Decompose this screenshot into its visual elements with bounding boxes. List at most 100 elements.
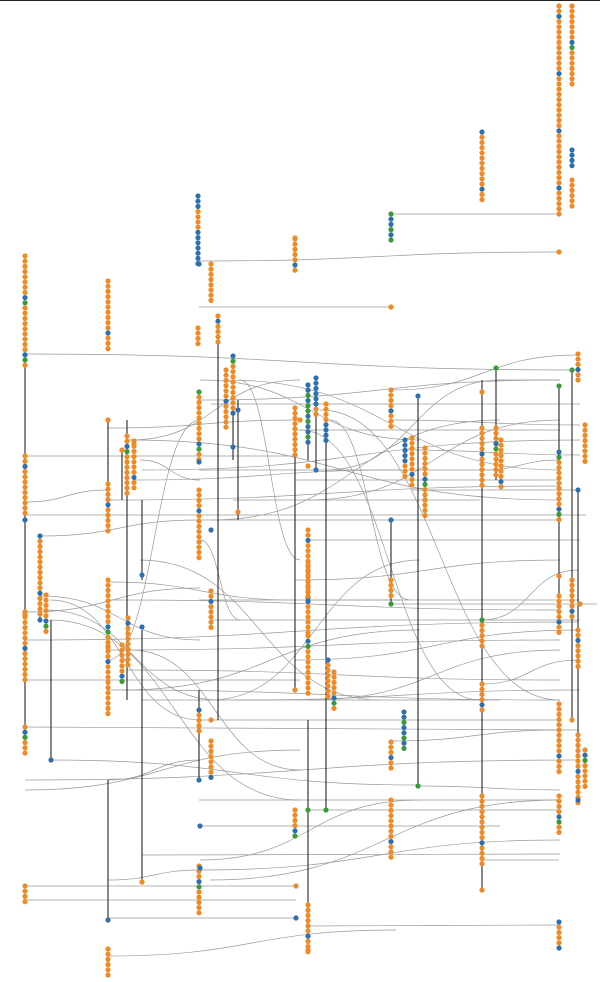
graph-node <box>388 232 394 238</box>
graph-node <box>215 318 221 324</box>
graph-node <box>582 752 588 758</box>
graph-node <box>556 45 562 51</box>
graph-node <box>388 807 394 814</box>
graph-node <box>305 558 311 564</box>
graph-node <box>105 278 111 284</box>
graph-edge <box>325 379 501 471</box>
node-cluster-column-h-mid <box>292 405 298 458</box>
graph-node <box>292 421 298 427</box>
graph-node <box>569 55 575 61</box>
graph-node <box>196 415 202 421</box>
graph-node <box>230 379 236 385</box>
graph-node <box>331 695 337 701</box>
graph-node <box>556 164 562 170</box>
graph-node <box>479 472 485 478</box>
graph-node <box>292 436 298 442</box>
graph-node <box>388 587 394 594</box>
graph-node <box>305 463 311 469</box>
graph-node <box>22 336 28 342</box>
graph-node <box>37 559 43 565</box>
graph-node <box>119 663 125 669</box>
graph-node <box>305 928 311 934</box>
graph-node <box>569 29 575 35</box>
graph-node <box>105 608 111 614</box>
graph-node <box>422 513 428 519</box>
node-cluster-column-f-top <box>208 261 214 303</box>
graph-node <box>409 440 415 446</box>
graph-node <box>22 612 28 618</box>
graph-node <box>325 678 331 684</box>
graph-node <box>293 915 299 921</box>
graph-node <box>105 967 111 973</box>
graph-node <box>582 778 588 784</box>
graph-node <box>196 431 202 437</box>
graph-node <box>575 632 581 638</box>
graph-node <box>292 823 298 829</box>
graph-node <box>208 614 214 620</box>
graph-edge <box>199 799 421 861</box>
graph-node <box>105 320 111 326</box>
graph-node <box>556 50 562 56</box>
graph-node <box>556 727 562 733</box>
graph-node <box>556 706 562 712</box>
graph-node <box>124 469 130 475</box>
graph-node <box>305 382 311 388</box>
graph-node <box>422 461 428 467</box>
graph-node <box>582 427 588 433</box>
graph-node <box>22 331 28 337</box>
graph-node <box>575 742 581 749</box>
graph-node <box>105 502 111 508</box>
node-cluster-column-k-foot <box>388 739 394 771</box>
graph-node <box>569 193 575 199</box>
graph-node <box>556 86 562 92</box>
graph-node <box>422 497 428 503</box>
graph-edge <box>107 581 296 601</box>
graph-node <box>22 463 28 469</box>
graph-edge <box>39 519 201 537</box>
graph-node <box>305 532 311 538</box>
graph-edge <box>329 419 411 601</box>
graph-node <box>556 8 562 14</box>
graph-node <box>556 133 562 139</box>
node-cluster-column-p-second <box>569 3 575 87</box>
graph-node <box>215 313 221 319</box>
graph-node <box>479 165 485 171</box>
graph-node <box>131 480 137 486</box>
graph-node <box>37 569 43 576</box>
graph-node <box>124 433 130 439</box>
graph-node <box>388 828 394 834</box>
graph-node <box>556 753 562 759</box>
graph-node <box>577 601 583 607</box>
graph-node <box>493 425 499 431</box>
graph-node <box>195 235 201 241</box>
graph-node <box>556 154 562 160</box>
node-cluster-column-e-mid <box>196 389 202 463</box>
graph-edge <box>121 629 421 691</box>
graph-node <box>124 438 130 444</box>
graph-node <box>105 486 111 492</box>
graph-node <box>131 485 137 491</box>
graph-edge <box>24 749 301 791</box>
graph-node <box>230 374 236 380</box>
graph-node <box>215 323 221 329</box>
graph-node <box>22 661 28 667</box>
graph-edge <box>107 759 201 781</box>
graph-node <box>22 347 28 353</box>
graph-node <box>105 528 111 534</box>
graph-node <box>556 793 562 799</box>
graph-node <box>105 962 111 968</box>
graph-node <box>401 745 407 752</box>
graph-node <box>292 267 298 273</box>
graph-node <box>208 764 214 770</box>
graph-node <box>409 435 415 441</box>
graph-node <box>305 424 311 430</box>
graph-edge <box>307 924 560 927</box>
graph-node <box>422 492 428 498</box>
graph-node <box>388 418 394 424</box>
node-cluster-column-q-d <box>575 732 581 806</box>
graph-edge <box>126 669 561 681</box>
graph-node <box>196 410 202 416</box>
graph-node <box>196 894 202 900</box>
graph-node <box>575 361 581 367</box>
graph-edge <box>198 251 560 262</box>
